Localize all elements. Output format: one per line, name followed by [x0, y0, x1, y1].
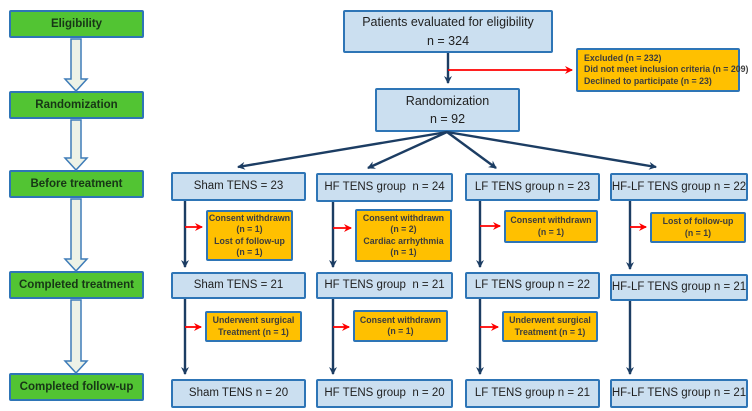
dropout-line: Consent withdrawn: [208, 212, 291, 223]
stage-eligibility: Eligibility: [9, 10, 144, 38]
stage-randomization: Randomization: [9, 91, 144, 119]
allocated-label: HF-LF TENS group n = 22: [611, 180, 747, 193]
box-followup-sham: Sham TENS n = 20: [171, 379, 306, 408]
box-followup-hflf: HF-LF TENS group n = 21: [610, 379, 748, 408]
box-dropout1-lf: Consent withdrawn (n = 1): [504, 210, 598, 243]
completed-label: Sham TENS = 21: [193, 279, 284, 292]
arrow-fan-sham: [237, 130, 448, 170]
dropout-line: (n = 2): [390, 224, 417, 235]
excluded-line: Excluded (n = 232): [584, 52, 662, 63]
followup-label: HF-LF TENS group n = 21: [611, 387, 747, 400]
completed-label: HF-LF TENS group n = 21: [611, 281, 747, 294]
dropout-line: (n = 1): [236, 224, 263, 235]
box-completed-hf: HF TENS group n = 21: [316, 272, 453, 299]
box-followup-hf: HF TENS group n = 20: [316, 379, 453, 408]
box-allocated-hf: HF TENS group n = 24: [316, 173, 453, 202]
followup-label: Sham TENS n = 20: [188, 387, 289, 400]
box-excluded: Excluded (n = 232) Did not meet inclusio…: [576, 48, 749, 92]
box-completed-lf: LF TENS group n = 22: [465, 272, 600, 299]
allocated-label: Sham TENS = 23: [193, 180, 284, 193]
dropout-line: (n = 1): [236, 246, 263, 257]
box-allocated-hflf: HF-LF TENS group n = 22: [610, 173, 748, 201]
stage-arrow: [63, 119, 89, 172]
allocated-label: LF TENS group n = 23: [474, 180, 591, 193]
evaluated-count: n = 324: [426, 33, 470, 48]
followup-label: LF TENS group n = 21: [474, 387, 591, 400]
box-evaluated: Patients evaluated for eligibility n = 3…: [343, 10, 553, 53]
dropout-line: Consent withdrawn: [510, 215, 592, 226]
followup-label: HF TENS group n = 20: [324, 387, 445, 400]
box-dropout1-hflf: Lost of follow-up (n = 1): [650, 212, 746, 243]
dropout-line: (n = 1): [537, 226, 565, 237]
arrow-fan-lf: [446, 131, 497, 169]
dropout-line: (n = 1): [387, 326, 414, 336]
evaluated-line1: Patients evaluated for eligibility: [362, 15, 534, 30]
excluded-line: Declined to participate (n = 23): [584, 75, 712, 86]
box-dropout2-sham: Underwent surgical Treatment (n = 1): [205, 311, 302, 342]
dropout-line: Cardiac arrhythmia: [363, 235, 444, 246]
box-dropout2-hf: Consent withdrawn (n = 1): [353, 310, 448, 342]
completed-label: HF TENS group n = 21: [324, 279, 445, 292]
stage-completed-followup: Completed follow-up: [9, 373, 144, 401]
dropout-line: Consent withdrawn: [359, 314, 442, 325]
randomization-count: n = 92: [429, 112, 466, 126]
dropout-line: (n = 1): [684, 227, 712, 238]
box-dropout1-hf: Consent withdrawn (n = 2) Cardiac arrhyt…: [355, 209, 452, 262]
stage-arrow: [63, 299, 89, 375]
stage-completed-treatment: Completed treatment: [9, 271, 144, 299]
box-completed-sham: Sham TENS = 21: [171, 272, 306, 299]
box-followup-lf: LF TENS group n = 21: [465, 379, 600, 408]
allocated-label: HF TENS group n = 24: [324, 181, 445, 194]
dropout-line: Lost of follow-up: [214, 235, 285, 246]
dropout-line: Treatment (n = 1): [218, 326, 289, 337]
box-randomization: Randomization n = 92: [375, 88, 520, 132]
excluded-line: Did not meet inclusion criteria (n = 209…: [584, 64, 749, 75]
dropout-line: (n = 1): [390, 246, 417, 257]
dropout-line: Consent withdrawn: [362, 212, 445, 223]
dropout-line: Treatment (n = 1): [514, 326, 586, 337]
arrow-fan-hf: [367, 130, 448, 170]
stage-arrow: [63, 38, 89, 93]
box-dropout2-lf: Underwent surgical Treatment (n = 1): [502, 311, 598, 342]
box-allocated-lf: LF TENS group n = 23: [465, 173, 600, 201]
dropout-line: Lost of follow-up: [662, 216, 734, 227]
completed-label: LF TENS group n = 22: [474, 279, 591, 292]
arrow-fan-hflf: [446, 130, 657, 170]
box-completed-hflf: HF-LF TENS group n = 21: [610, 274, 748, 301]
stage-arrow: [63, 198, 89, 273]
dropout-line: Underwent surgical: [212, 315, 295, 326]
stage-arrows: [63, 38, 89, 375]
randomization-line1: Randomization: [405, 93, 490, 108]
dropout-line: Underwent surgical: [509, 315, 591, 326]
box-dropout1-sham: Consent withdrawn (n = 1) Lost of follow…: [206, 210, 293, 261]
box-allocated-sham: Sham TENS = 23: [171, 172, 306, 201]
stage-before-treatment: Before treatment: [9, 170, 144, 198]
